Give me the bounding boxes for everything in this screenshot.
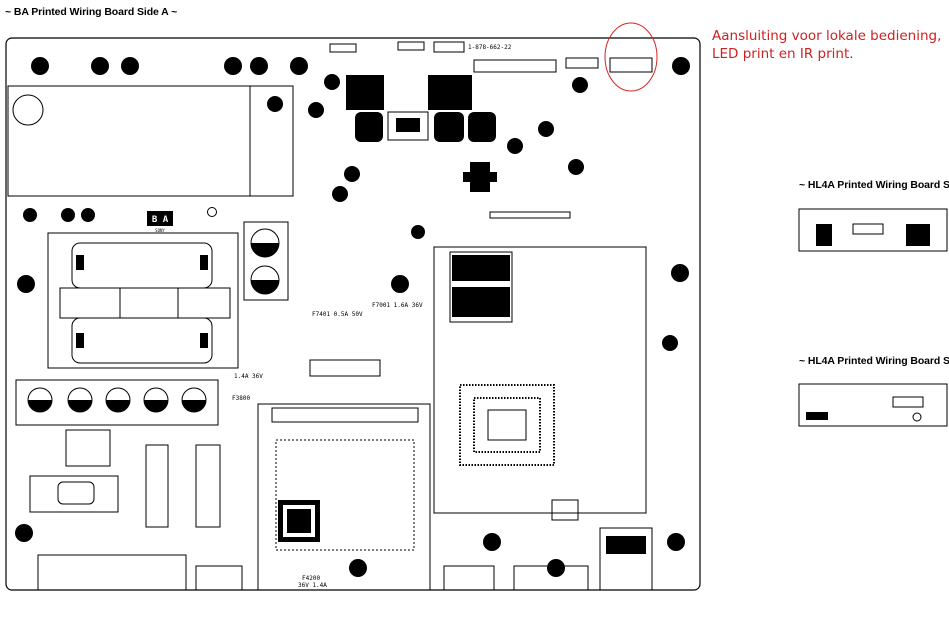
main-board-title: ~ BA Printed Wiring Board Side A ~ bbox=[5, 6, 178, 18]
hdmi-connector bbox=[599, 527, 653, 591]
hl4a-board-1 bbox=[798, 208, 948, 252]
av-connector-block bbox=[47, 232, 239, 369]
mounting-hole bbox=[12, 94, 44, 126]
local-control-connector bbox=[609, 57, 653, 73]
top-left-section bbox=[7, 85, 294, 197]
label-f4200: F4200 bbox=[302, 575, 320, 582]
label-f7401: F7401 0.5A 50V bbox=[312, 311, 363, 318]
highlight-circle bbox=[604, 22, 658, 92]
label-f3800-rating: 1.4A 36V bbox=[234, 373, 263, 380]
hl4a-board-title-2: ~ HL4A Printed Wiring Board S bbox=[799, 355, 949, 367]
main-processor-section bbox=[433, 246, 647, 514]
hl4a-board-title-1: ~ HL4A Printed Wiring Board S bbox=[799, 179, 949, 191]
connector-annotation: Aansluiting voor lokale bediening, LED p… bbox=[712, 28, 942, 62]
hl4a-board-2 bbox=[798, 383, 948, 427]
card-slot-area bbox=[257, 403, 431, 591]
capacitor-block bbox=[243, 221, 289, 301]
label-f4200-rating: 36V 1.4A bbox=[298, 582, 327, 589]
board-logo-box bbox=[147, 211, 173, 226]
board-logo-sublabel: SONY bbox=[155, 228, 165, 233]
part-number: 1-878-662-22 bbox=[468, 44, 512, 51]
label-f3800: F3800 bbox=[232, 395, 250, 402]
label-f7001: F7001 1.6A 36V bbox=[372, 302, 423, 309]
vga-connector bbox=[29, 475, 119, 513]
rca-jack-block bbox=[15, 379, 219, 426]
board-logo-label: B A bbox=[152, 215, 169, 225]
